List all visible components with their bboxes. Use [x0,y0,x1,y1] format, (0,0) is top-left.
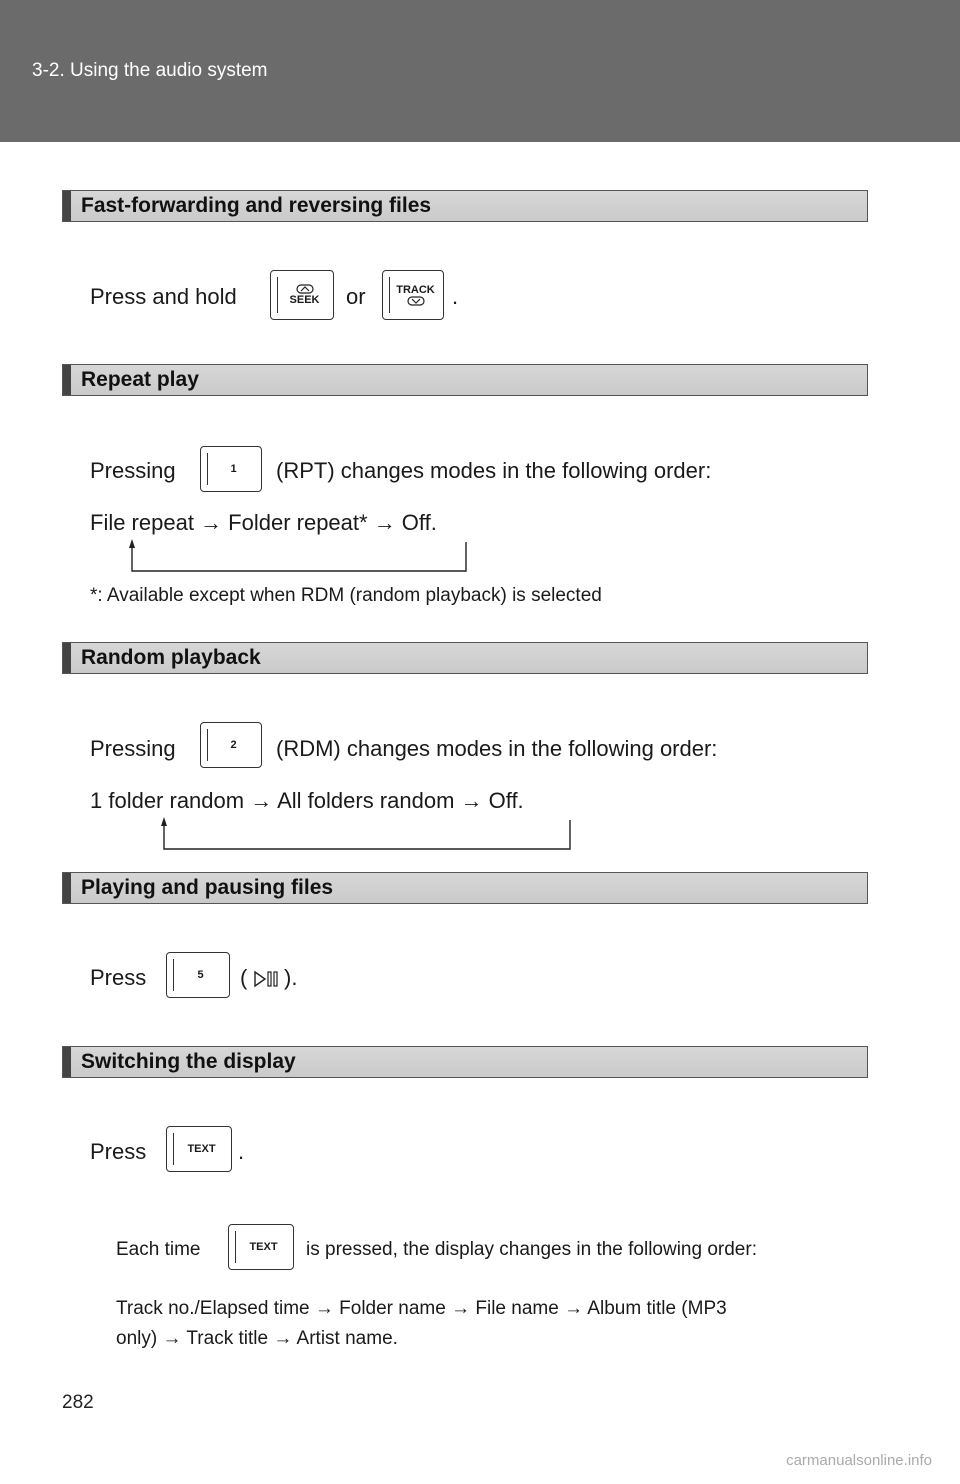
page-header: 3-2. Using the audio system [0,0,960,142]
key-label: TEXT [187,1143,216,1155]
play-open-paren: ( [240,965,248,990]
section-title: Fast-forwarding and reversing files [81,194,432,217]
section-title: Repeat play [81,368,199,391]
loop-arrow-icon [161,817,571,850]
random-text-pre: Pressing [90,736,176,761]
section-title: Playing and pausing files [81,876,334,899]
fast-text-pre: Press and hold [90,284,237,309]
repeat-footnote: *: Available except when RDM (random pla… [90,585,602,606]
header-section-title: 3-2. Using the audio system [32,60,268,81]
section-header-repeat: Repeat play [62,364,868,396]
random-order: 1 folder random → All folders random → O… [90,788,524,813]
fast-text-mid: or [346,284,366,309]
play-pause-icon [254,970,278,988]
display-text-pre: Press [90,1139,147,1164]
section-header-random: Random playback [62,642,868,674]
random-text-post: (RDM) changes modes in the following ord… [276,736,718,761]
repeat-text-post: (RPT) changes modes in the following ord… [276,458,712,483]
fast-text-end: . [452,284,459,309]
display-order-line1: Track no./Elapsed time → Folder name → F… [116,1298,727,1319]
display-order-line2: only) → Track title → Artist name. [116,1328,398,1349]
track-button[interactable]: TRACK [382,270,444,320]
button-2-rdm[interactable]: 2 [200,722,262,768]
seek-button[interactable]: SEEK [270,270,334,320]
section-header-fast-forward: Fast-forwarding and reversing files [62,190,868,222]
track-label: TRACK [396,284,435,296]
loop-arrow-icon [129,539,467,572]
play-text-pre: Press [90,965,147,990]
repeat-text-pre: Pressing [90,458,176,483]
key-label: 5 [197,969,204,981]
section-title: Switching the display [81,1050,296,1073]
seek-icon [295,284,314,294]
button-5-play-pause[interactable]: 5 [166,952,230,998]
play-close-paren: ). [284,965,298,990]
button-1-rpt[interactable]: 1 [200,446,262,492]
section-header-display: Switching the display [62,1046,868,1078]
page-number: 282 [62,1392,94,1413]
section-title: Random playback [81,646,261,669]
key-label: 1 [230,463,237,475]
display-text-end: . [238,1139,245,1164]
display-each-pre: Each time [116,1239,201,1260]
key-label: TEXT [249,1241,278,1253]
text-button[interactable]: TEXT [166,1126,232,1172]
track-icon [406,296,425,306]
watermark: carmanualsonline.info [786,1452,932,1469]
section-header-play-pause: Playing and pausing files [62,872,868,904]
key-label: 2 [230,739,237,751]
text-button[interactable]: TEXT [228,1224,294,1270]
repeat-order: File repeat → Folder repeat* → Off. [90,510,437,535]
display-each-post: is pressed, the display changes in the f… [306,1239,757,1260]
seek-label: SEEK [289,294,320,306]
